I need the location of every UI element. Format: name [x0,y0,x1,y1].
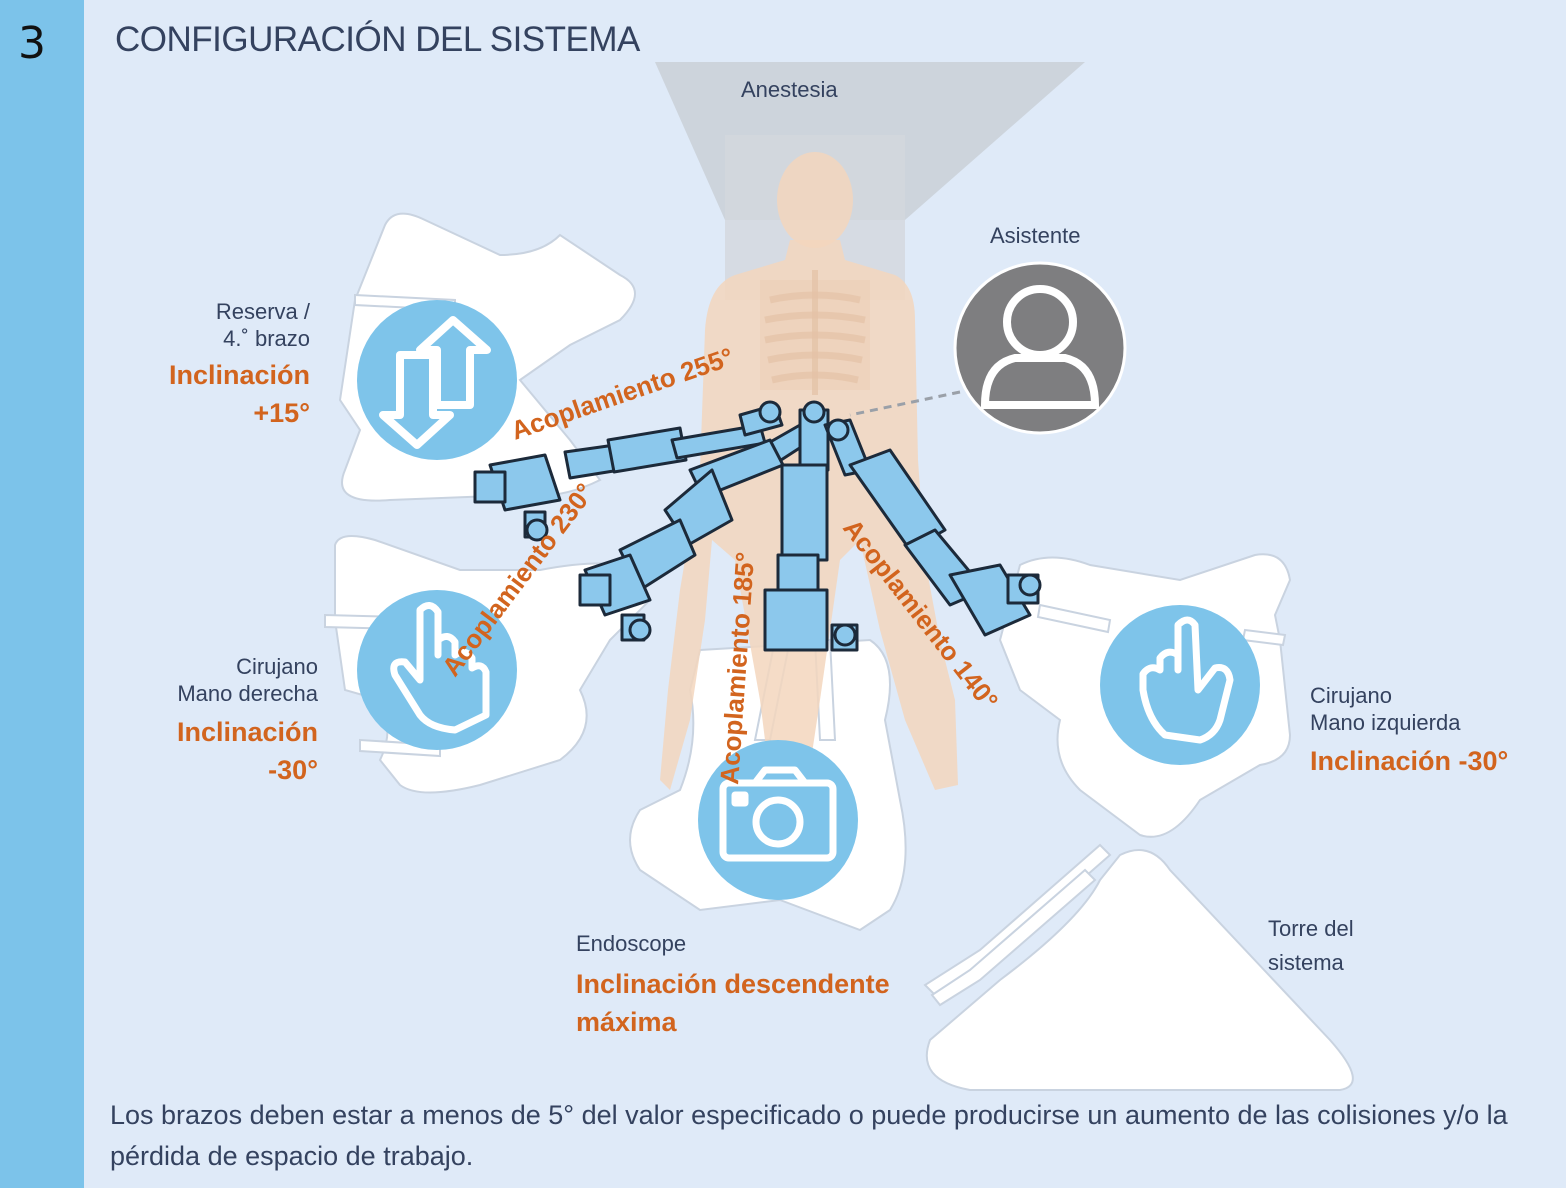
cirujano-izquierda-line2: Mano izquierda [1310,710,1461,735]
reserva-labels: Reserva / 4.˚ brazo Inclinación +15° [100,298,310,432]
reserva-tilt-line2: +15° [253,398,310,428]
cirujano-derecha-tilt-line1: Inclinación [176,717,318,747]
reserva-line1: Reserva / [215,299,310,324]
endoscope-labels: Endoscope Inclinación descendente máxima [576,930,936,1041]
arm-acoplamiento-140 [823,418,1042,637]
cirujano-izquierda-labels: Cirujano Mano izquierda Inclinación -30° [1310,682,1550,780]
arm-acoplamiento-255 [473,400,784,542]
asistente-circle [953,261,1127,435]
cirujano-derecha-tilt-line2: -30° [268,755,318,785]
pointing-hand-right-icon [390,602,490,734]
cirujano-izquierda-tilt: Inclinación -30° [1310,746,1509,776]
torre-line2: sistema [1268,950,1344,975]
page-title: CONFIGURACIÓN DEL SISTEMA [115,20,640,59]
asistente-pointer [849,390,961,417]
endoscope-line1: Endoscope [576,931,687,956]
arm-acoplamiento-230 [578,423,814,642]
endoscope-tilt-line2: máxima [576,1007,677,1037]
robot-arms [473,400,1042,652]
camera-icon [719,766,837,862]
reserva-line2: 4.˚ brazo [223,326,310,351]
arrows-up-down-icon [379,316,491,449]
torre-labels: Torre del sistema [1268,912,1428,980]
cirujano-derecha-labels: Cirujano Mano derecha Inclinación -30° [100,653,318,789]
footer-note: Los brazos deben estar a menos de 5° del… [110,1100,1508,1171]
cirujano-derecha-circle [357,590,517,750]
endoscope-tilt-line1: Inclinación descendente [576,969,890,999]
pointing-hand-left-icon [1139,616,1234,744]
torre-line1: Torre del [1268,916,1354,941]
arm-acoplamiento-185 [763,400,859,652]
asistente-label: Asistente [990,223,1081,248]
reserva-tilt-line1: Inclinación [168,360,310,390]
cirujano-derecha-line2: Mano derecha [177,681,318,706]
cirujano-izquierda-line1: Cirujano [1310,683,1392,708]
cirujano-derecha-line1: Cirujano [236,654,318,679]
step-number: 3 [18,18,46,69]
side-stripe [0,0,84,1188]
system-tower [923,843,1354,1091]
anestesia-label: Anestesia [741,77,838,102]
user-icon [980,285,1100,409]
